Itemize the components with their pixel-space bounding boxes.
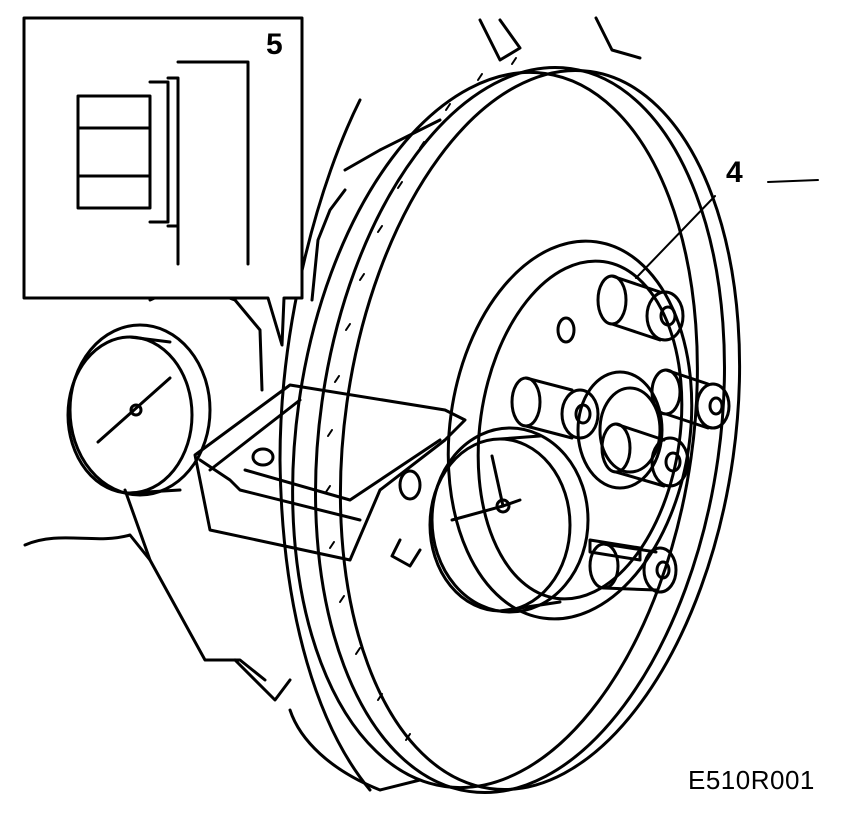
figure-code: E510R001 bbox=[688, 765, 815, 795]
wheel-bolts bbox=[510, 274, 731, 594]
callout-4-label: 4 bbox=[726, 156, 743, 189]
wheel-bolt-left bbox=[510, 376, 600, 440]
inset-bolt-detail bbox=[76, 60, 250, 266]
suspension-strut bbox=[310, 16, 642, 302]
disc-vent-marks bbox=[325, 57, 517, 741]
wheel-bolt-bottom bbox=[588, 538, 678, 594]
callout-4-leader bbox=[635, 179, 819, 279]
wheel-hub bbox=[446, 239, 694, 621]
dial-needle-right-minute bbox=[490, 454, 505, 508]
wheel-bolt-right bbox=[650, 368, 731, 430]
callout-5-label: 5 bbox=[266, 28, 283, 61]
dial-needle-right-hour bbox=[450, 504, 505, 522]
dial-needle-left bbox=[96, 376, 172, 444]
wheel-bolt-center bbox=[600, 422, 690, 488]
indicator-bracket bbox=[193, 383, 467, 568]
wheel-bolt-top bbox=[596, 274, 685, 342]
brake-disc bbox=[278, 57, 742, 795]
dial-indicator-left bbox=[66, 323, 212, 497]
dial-indicator-right bbox=[428, 426, 590, 614]
hub-carrier bbox=[23, 291, 422, 792]
inset-detail bbox=[22, 16, 304, 347]
